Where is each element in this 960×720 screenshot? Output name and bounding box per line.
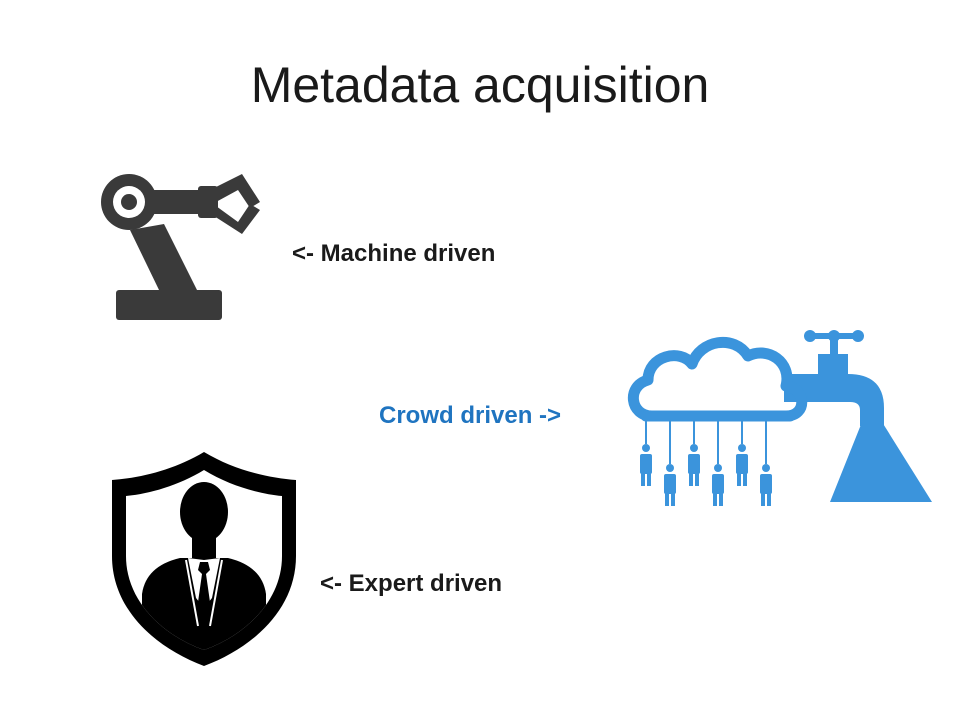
cloud-faucet-people-icon [627, 330, 932, 506]
shield-businessman-icon [112, 452, 296, 666]
robot-arm-icon [101, 174, 260, 320]
slide-title: Metadata acquisition [250, 57, 710, 113]
crowd-driven-label: Crowd driven -> [379, 402, 562, 429]
expert-driven-label: <- Expert driven [320, 570, 503, 597]
machine-driven-label: <- Machine driven [292, 240, 496, 267]
